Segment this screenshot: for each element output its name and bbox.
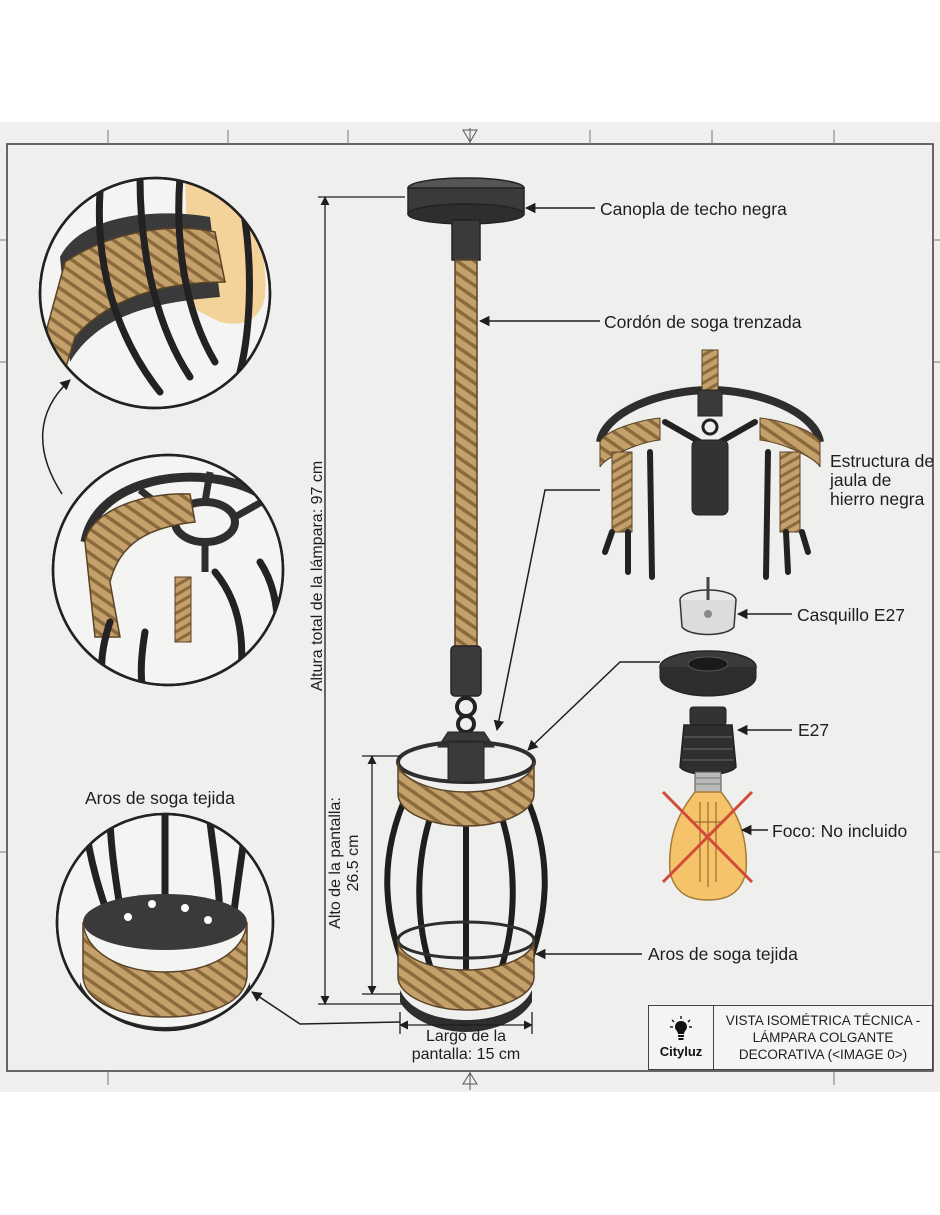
detail-link-arrow — [42, 379, 71, 495]
main-lamp — [384, 177, 548, 1032]
dim-shade-width: Largo de la pantalla: 15 cm — [411, 1028, 521, 1063]
exploded-socket-cap — [679, 577, 737, 636]
detail-rope-ring-closeup — [38, 176, 272, 410]
label-rope-rings-detail: Aros de soga tejida — [85, 788, 235, 808]
label-cage-structure: Estructura de jaula de hierro negra — [830, 451, 935, 509]
label-bulb: Foco: No incluido — [772, 821, 908, 841]
exploded-bulb — [661, 771, 754, 901]
label-canopy: Canopla de techo negra — [600, 199, 787, 219]
label-socket: E27 — [798, 720, 830, 740]
detail-cage-top — [51, 453, 285, 687]
sheet-frame — [0, 128, 940, 1090]
brand-logo: Cityluz — [649, 1006, 714, 1069]
drawing-sheet: Canopla de techo negra Cordón de soga tr… — [0, 122, 940, 1092]
exploded-cage-structure — [596, 349, 824, 580]
leader-arrows — [478, 202, 792, 960]
exploded-ring — [659, 650, 757, 697]
dim-shade-height: Alto de la pantalla: 26.5 cm — [327, 797, 362, 929]
drawing-title: VISTA ISOMÉTRICA TÉCNICA - LÁMPARA COLGA… — [725, 1013, 921, 1062]
technical-drawing — [0, 128, 940, 1090]
exploded-socket — [679, 706, 737, 776]
brand-name: Cityluz — [659, 1044, 703, 1059]
lightbulb-logo-icon — [670, 1016, 692, 1040]
label-rope-rings: Aros de soga tejida — [648, 944, 798, 964]
title-block: Cityluz VISTA ISOMÉTRICA TÉCNICA - LÁMPA… — [648, 1005, 933, 1070]
detail-bottom-ring — [55, 812, 275, 1032]
dimension-lines — [318, 196, 533, 1034]
label-cord: Cordón de soga trenzada — [604, 312, 802, 332]
dim-total-height: Altura total de la lámpara: 97 cm — [309, 460, 326, 692]
label-socket-cap: Casquillo E27 — [797, 605, 905, 625]
detail-bottom-arrow — [251, 991, 401, 1025]
